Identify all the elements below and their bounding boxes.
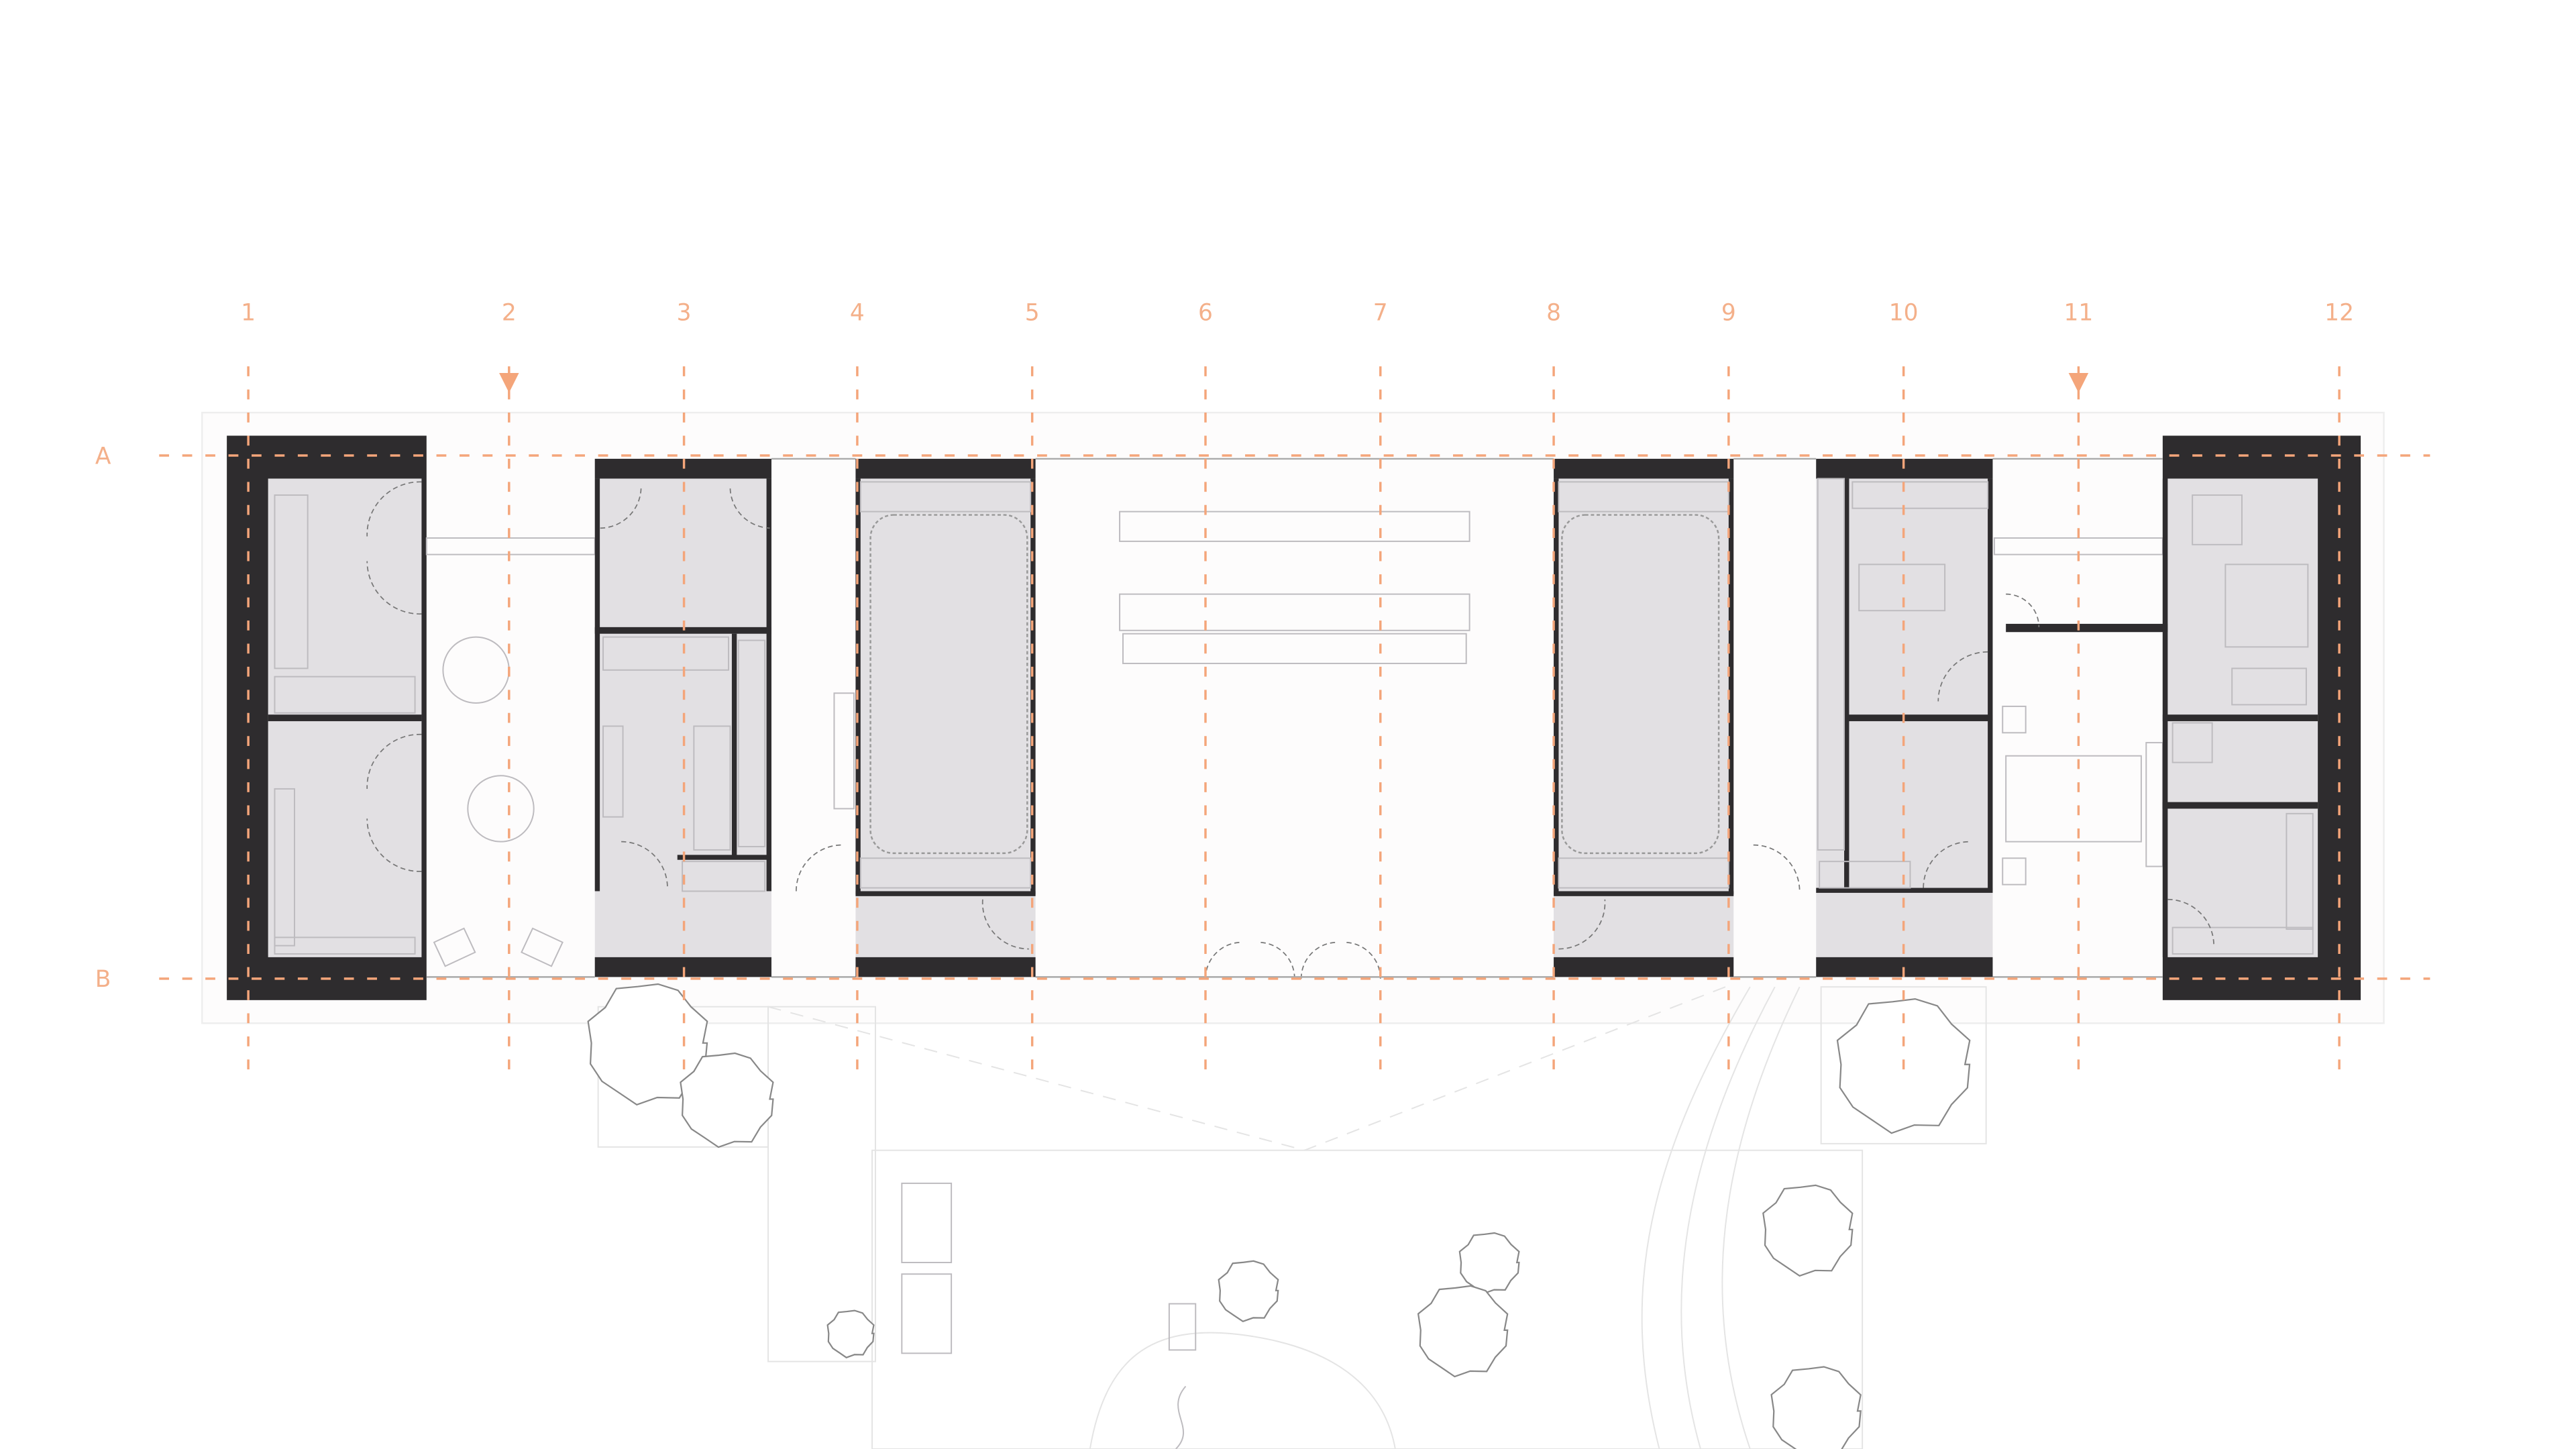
- room-block-1: [227, 435, 427, 1000]
- section-marker-icon: [2068, 372, 2089, 393]
- grid-label-11: 11: [2063, 299, 2093, 326]
- grid-label-3: 3: [677, 299, 692, 326]
- tree-icon: [1458, 1232, 1520, 1295]
- grid-label-12: 12: [2324, 299, 2354, 326]
- trees: [587, 983, 1971, 1449]
- grid-label-1: 1: [241, 299, 256, 326]
- ladder: [1168, 1303, 1197, 1351]
- grid-label-2: 2: [502, 299, 517, 326]
- grid-label-A: A: [95, 443, 111, 470]
- tree-icon: [826, 1309, 875, 1358]
- tree-icon: [1762, 1184, 1854, 1277]
- building-footprint: [201, 411, 2385, 1024]
- landscape: [597, 986, 1987, 1449]
- tree-icon: [587, 983, 708, 1106]
- grid-label-B: B: [95, 966, 111, 993]
- pool: [869, 514, 1028, 855]
- tree-icon: [680, 1052, 774, 1148]
- room-block-3: [594, 458, 771, 977]
- bench: [901, 1182, 953, 1263]
- room-block-12: [2006, 435, 2361, 1000]
- grid-label-8: 8: [1546, 299, 1561, 326]
- room-block-4-5: [796, 458, 1036, 977]
- tree-icon: [1218, 1260, 1279, 1323]
- room-block-8-9: [1554, 458, 1801, 977]
- grid-label-5: 5: [1025, 299, 1040, 326]
- section-marker-icon: [499, 372, 519, 393]
- grid-label-10: 10: [1889, 299, 1919, 326]
- central-hall: [1119, 511, 1470, 979]
- tree-icon: [1417, 1285, 1509, 1378]
- grid-label-6: 6: [1198, 299, 1213, 326]
- bench: [901, 1273, 953, 1354]
- grid-label-9: 9: [1721, 299, 1736, 326]
- tree-icon: [1770, 1366, 1862, 1449]
- grid-label-7: 7: [1373, 299, 1388, 326]
- grid-label-4: 4: [850, 299, 865, 326]
